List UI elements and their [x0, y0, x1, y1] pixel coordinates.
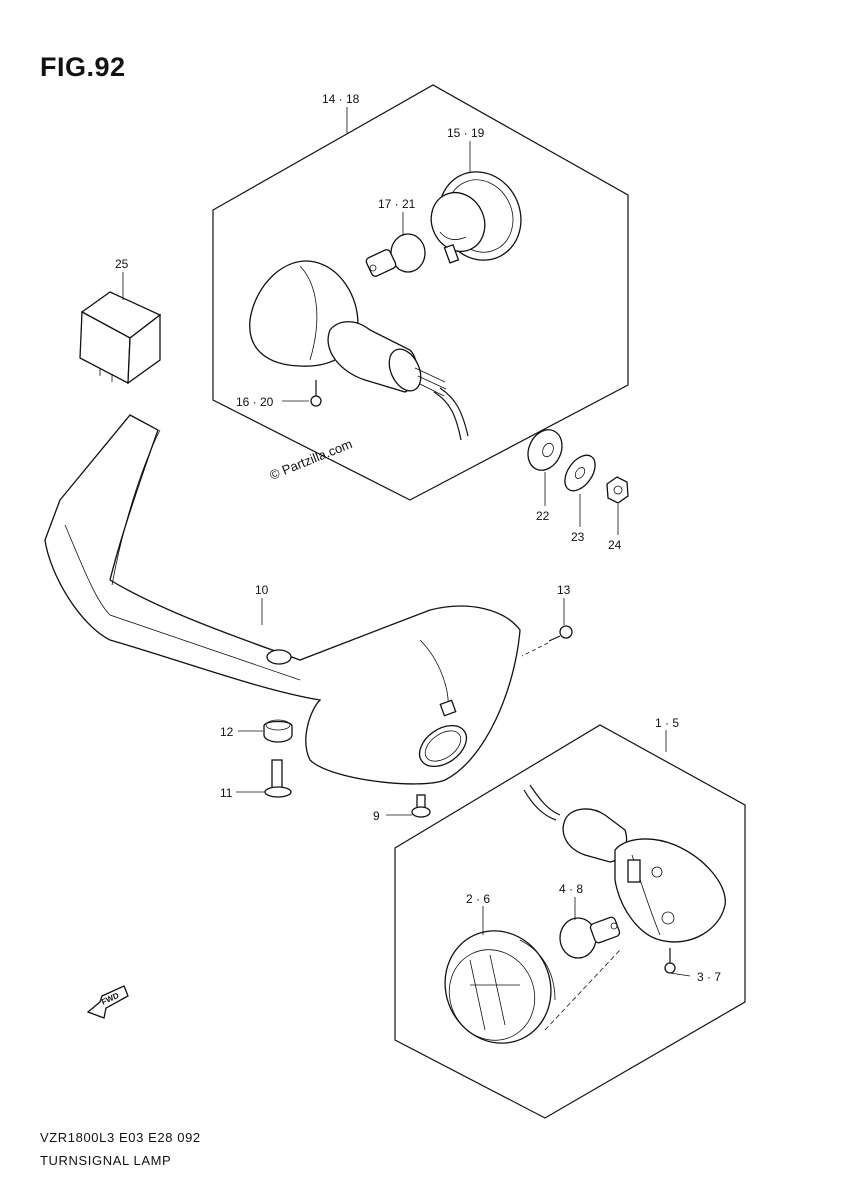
bracket-10	[44, 414, 521, 785]
bulb-lower	[559, 916, 621, 959]
watermark: © Partzilla.com	[268, 436, 355, 483]
figure-title: FIG.92	[40, 52, 126, 82]
callout-1-5: 1 · 5	[655, 716, 679, 730]
model-code: VZR1800L3 E03 E28 092	[40, 1130, 201, 1145]
callout-4-8: 4 · 8	[559, 882, 583, 896]
callout-13: 13	[557, 583, 571, 597]
callout-9: 9	[373, 809, 380, 823]
nut-24	[606, 476, 629, 504]
callout-17-21: 17 · 21	[378, 197, 416, 211]
callout-11: 11	[220, 786, 233, 800]
leader-3-7	[669, 972, 691, 977]
relay-box	[79, 291, 162, 385]
rubber-washer-22	[527, 429, 563, 471]
forward-direction-icon: FWD	[86, 985, 129, 1019]
bulb-upper	[365, 233, 426, 277]
screw-lower	[664, 948, 676, 974]
assembly-path-lower	[544, 949, 621, 1031]
callout-3-7: 3 · 7	[697, 970, 721, 984]
bulb-socket-upper	[430, 171, 522, 264]
lens-lower	[444, 930, 556, 1044]
screw-13	[521, 625, 573, 657]
callout-2-6: 2 · 6	[466, 892, 490, 906]
lamp-housing-lower	[523, 784, 726, 943]
callout-16-20: 16 · 20	[236, 395, 274, 409]
callout-10: 10	[255, 583, 269, 597]
callout-15-19: 15 · 19	[447, 126, 485, 140]
washer-23	[564, 454, 596, 492]
callout-12: 12	[220, 725, 234, 739]
screw-9	[411, 794, 431, 818]
bolt-11	[264, 759, 292, 798]
lower-assembly-outline	[394, 724, 746, 1119]
upper-assembly-outline	[212, 84, 629, 501]
section-name: TURNSIGNAL LAMP	[40, 1153, 172, 1168]
callout-24: 24	[608, 538, 622, 552]
grommet-12	[263, 719, 293, 743]
callout-14-18: 14 · 18	[322, 92, 360, 106]
callout-22: 22	[536, 509, 550, 523]
callout-23: 23	[571, 530, 585, 544]
lamp-housing-upper	[249, 260, 469, 441]
callout-25: 25	[115, 257, 129, 271]
screw-upper	[310, 380, 322, 407]
